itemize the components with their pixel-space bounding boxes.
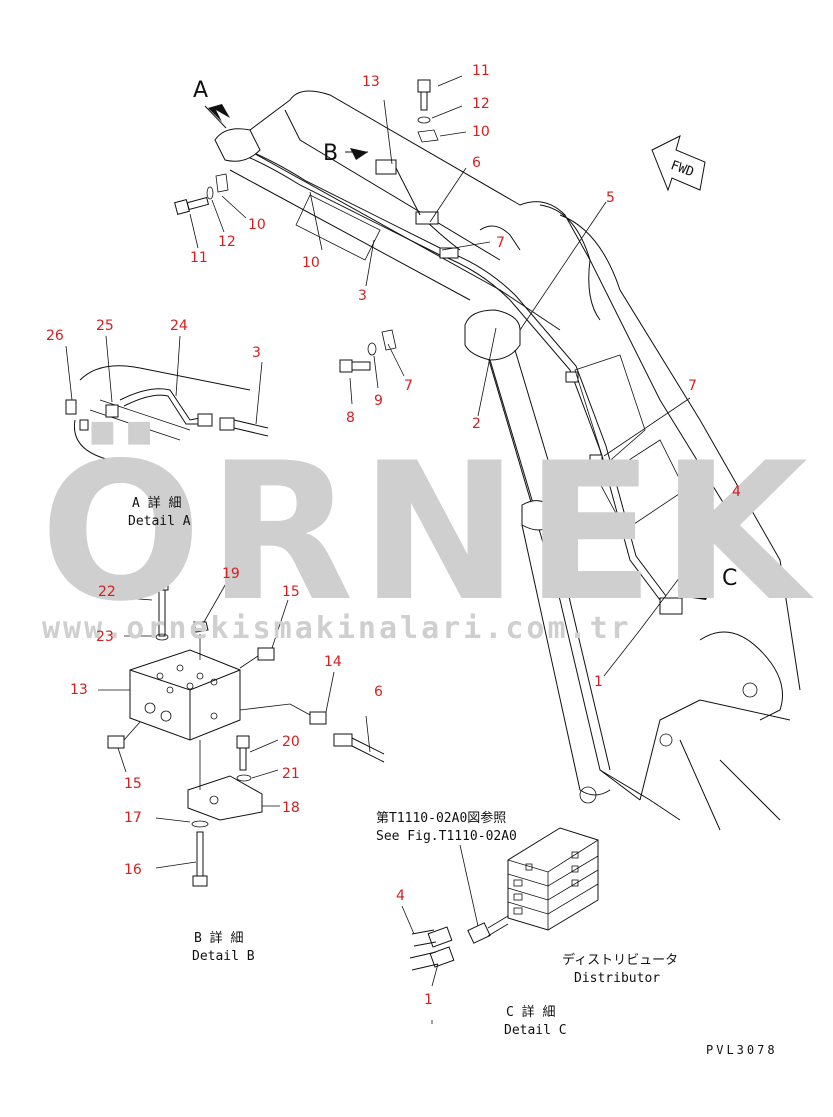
watermark-url: www.ornekismakinalari.com.tr bbox=[42, 611, 632, 646]
boom-assembly bbox=[214, 90, 801, 831]
callouts: 11 12 10 13 6 5 7 10 12 11 10 3 26 25 24… bbox=[46, 63, 741, 1008]
callout-11-top: 11 bbox=[472, 63, 490, 79]
reference-jp: 第T1110-02A0図参照 bbox=[376, 810, 506, 826]
detail-b-jp: B 詳 細 bbox=[194, 930, 243, 946]
callout-19: 19 bbox=[222, 566, 240, 582]
callout-22: 22 bbox=[98, 584, 116, 600]
callout-3-detail-a: 3 bbox=[252, 345, 261, 361]
callout-16: 16 bbox=[124, 862, 142, 878]
view-label-c: C bbox=[722, 566, 737, 591]
callout-7-mid: 7 bbox=[404, 378, 413, 394]
callout-20: 20 bbox=[282, 734, 300, 750]
callout-11-left: 11 bbox=[190, 250, 208, 266]
callout-6-detail-b: 6 bbox=[374, 684, 383, 700]
callout-10-mid: 10 bbox=[302, 255, 320, 271]
view-arrow-b: B bbox=[323, 141, 368, 166]
captions: A 詳 細 Detail A B 詳 細 Detail B C 詳 細 Deta… bbox=[128, 495, 778, 1057]
view-arrow-a: A bbox=[193, 78, 230, 129]
reference-en: See Fig.T1110-02A0 bbox=[376, 829, 517, 844]
callout-7-top: 7 bbox=[496, 235, 505, 251]
callout-3-main: 3 bbox=[358, 288, 367, 304]
detail-b bbox=[98, 575, 385, 887]
detail-b-en: Detail B bbox=[192, 949, 255, 964]
detail-a-en: Detail A bbox=[128, 514, 191, 529]
callout-25: 25 bbox=[96, 318, 114, 334]
callout-14: 14 bbox=[324, 654, 342, 670]
callout-18: 18 bbox=[282, 800, 300, 816]
callout-21: 21 bbox=[282, 766, 300, 782]
drawing-code: PVL3078 bbox=[706, 1043, 778, 1057]
callout-9: 9 bbox=[374, 393, 383, 409]
callout-24: 24 bbox=[170, 318, 188, 334]
view-arrow-c: C bbox=[692, 566, 737, 600]
callout-26: 26 bbox=[46, 328, 64, 344]
callout-1-detail-c: 1 bbox=[424, 992, 433, 1008]
callout-5: 5 bbox=[606, 190, 615, 206]
detail-c bbox=[401, 827, 599, 1024]
leader-lines-main bbox=[189, 75, 739, 677]
detail-c-jp: C 詳 細 bbox=[506, 1004, 555, 1020]
view-label-a: A bbox=[193, 78, 208, 103]
watermark: ÖRNEK www.ornekismakinalari.com.tr bbox=[40, 421, 814, 646]
callout-13: 13 bbox=[362, 74, 380, 90]
callout-13-detail-b: 13 bbox=[70, 682, 88, 698]
callout-15-bottom: 15 bbox=[124, 776, 142, 792]
detail-c-en: Detail C bbox=[504, 1023, 567, 1038]
detail-a-jp: A 詳 細 bbox=[132, 495, 181, 511]
fwd-arrow: FWD bbox=[651, 135, 706, 192]
top-fasteners bbox=[174, 79, 439, 373]
callout-2: 2 bbox=[472, 416, 481, 432]
distributor-jp: ディストリビュータ bbox=[562, 952, 678, 968]
callout-7-right: 7 bbox=[688, 378, 697, 394]
callout-6: 6 bbox=[472, 155, 481, 171]
callout-23: 23 bbox=[96, 629, 114, 645]
watermark-brand: ÖRNEK bbox=[40, 421, 814, 643]
callout-15-top: 15 bbox=[282, 584, 300, 600]
distributor-en: Distributor bbox=[574, 971, 660, 986]
detail-a bbox=[65, 335, 269, 480]
callout-10-left: 10 bbox=[248, 217, 266, 233]
callout-4: 4 bbox=[732, 484, 741, 500]
callout-17: 17 bbox=[124, 810, 142, 826]
callout-1: 1 bbox=[594, 674, 603, 690]
callout-10-top: 10 bbox=[472, 124, 490, 140]
callout-4-detail-c: 4 bbox=[396, 888, 405, 904]
callout-12-top: 12 bbox=[472, 96, 490, 112]
callout-8: 8 bbox=[346, 410, 355, 426]
callout-12-left: 12 bbox=[218, 234, 236, 250]
view-label-b: B bbox=[323, 141, 338, 166]
